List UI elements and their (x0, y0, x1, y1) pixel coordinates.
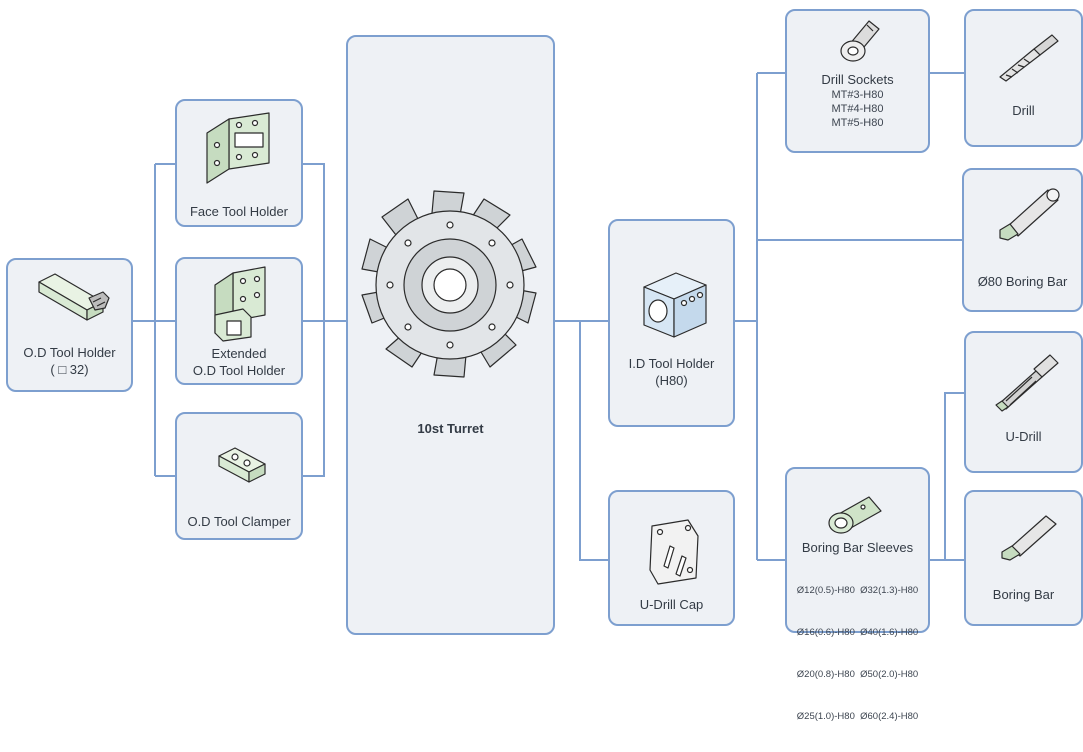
sleeve-icon (828, 496, 882, 534)
extended-holder-icon (214, 266, 266, 342)
boring-bar-80-title: Ø80 Boring Bar (977, 274, 1068, 289)
od-holder-title: O.D Tool Holder (23, 345, 116, 360)
node-face-tool-holder[interactable]: Face Tool Holder (175, 99, 303, 227)
extended-holder-line1: Extended (211, 346, 267, 361)
boring-bar-title: Boring Bar (992, 587, 1055, 602)
node-turret[interactable]: 10st Turret (346, 35, 555, 635)
node-boring-bar[interactable]: Boring Bar (964, 490, 1083, 626)
turret-title: 10st Turret (417, 421, 484, 436)
sleeve-spec: Ø20(0.8)-H80 Ø50(2.0)-H80 (796, 669, 919, 680)
node-boring-bar-80[interactable]: Ø80 Boring Bar (962, 168, 1083, 312)
drill-title: Drill (1012, 103, 1035, 118)
sleeves-title: Boring Bar Sleeves (801, 540, 914, 555)
id-holder-line1: I.D Tool Holder (628, 356, 715, 371)
node-od-tool-clamper[interactable]: O.D Tool Clamper (175, 412, 303, 540)
extended-holder-line2: O.D Tool Holder (192, 363, 286, 378)
sleeve-spec: Ø12(0.5)-H80 Ø32(1.3)-H80 (796, 585, 919, 596)
connector-sleeve-trunk (930, 392, 964, 561)
udrill-icon (995, 354, 1059, 412)
node-id-tool-holder[interactable]: I.D Tool Holder (H80) (608, 219, 735, 427)
drill-icon (999, 34, 1059, 82)
face-holder-title: Face Tool Holder (189, 204, 289, 219)
node-drill[interactable]: Drill (964, 9, 1083, 147)
connector-udrill-cap (579, 321, 608, 561)
udrill-title: U-Drill (1005, 429, 1042, 444)
node-boring-bar-sleeves[interactable]: Boring Bar Sleeves Ø12(0.5)-H80 Ø32(1.3)… (785, 467, 930, 722)
sleeve-spec: Ø16(0.6)-H80 Ø40(1.6)-H80 (796, 627, 919, 638)
od-holder-spec: ( □ 32) (50, 362, 89, 377)
drill-socket-icon (840, 20, 880, 62)
boring-bar-icon (1001, 515, 1057, 561)
turret-icon (361, 190, 537, 378)
boring-bar-icon (999, 188, 1060, 241)
udrill-cap-title: U-Drill Cap (639, 597, 704, 612)
drill-sockets-specs: MT#3-H80 MT#4-H80 MT#5-H80 (787, 88, 928, 130)
drill-sockets-title: Drill Sockets (821, 72, 894, 87)
id-tool-holder-icon (643, 272, 707, 338)
sleeves-specs: Ø12(0.5)-H80 Ø32(1.3)-H80 Ø16(0.6)-H80 Ø… (787, 556, 928, 752)
od-tool-holder-icon (38, 273, 110, 321)
od-clamper-title: O.D Tool Clamper (187, 514, 291, 529)
node-udrill-cap[interactable]: U-Drill Cap (608, 490, 735, 626)
id-holder-line2: (H80) (655, 373, 688, 388)
node-drill-sockets[interactable]: Drill Sockets MT#3-H80 MT#4-H80 MT#5-H80 (785, 9, 930, 153)
node-od-tool-holder[interactable]: O.D Tool Holder ( □ 32) (6, 258, 133, 392)
node-udrill[interactable]: U-Drill (964, 331, 1083, 473)
connector-lines (133, 72, 964, 561)
drill-socket-spec: MT#3-H80 (831, 89, 884, 101)
drill-socket-spec: MT#5-H80 (831, 117, 884, 129)
drill-socket-spec: MT#4-H80 (831, 103, 884, 115)
face-tool-holder-icon (206, 112, 270, 184)
tool-clamper-icon (218, 447, 266, 483)
sleeve-spec: Ø25(1.0)-H80 Ø60(2.4)-H80 (796, 711, 919, 722)
udrill-cap-icon (649, 519, 699, 585)
node-extended-od-tool-holder[interactable]: Extended O.D Tool Holder (175, 257, 303, 385)
